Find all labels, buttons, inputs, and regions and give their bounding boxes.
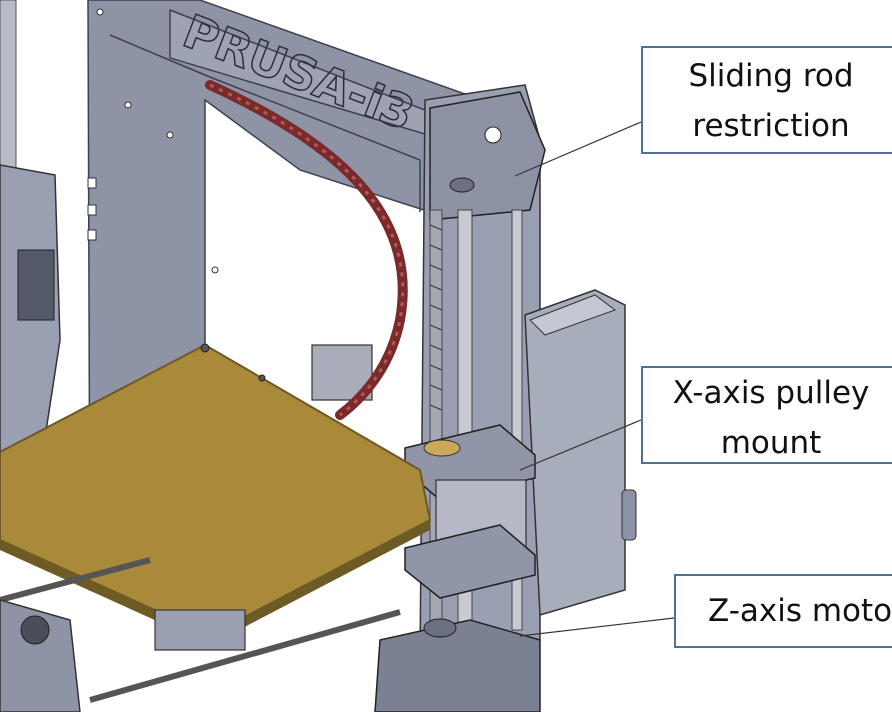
callout-xaxis-line2: mount: [720, 425, 822, 461]
callout-xaxis-line1: X-axis pulley: [672, 375, 870, 411]
idler-pulley: [20, 615, 50, 645]
frame-inner-edge: [109, 34, 421, 212]
left-motor: [17, 249, 55, 321]
z-axis-motor: [374, 619, 541, 712]
frame-holes: [87, 8, 219, 274]
cable-highlight: [209, 83, 405, 417]
box-latch: [621, 489, 637, 541]
electronics-box: [524, 289, 626, 616]
z-smooth-rod-right: [511, 209, 523, 631]
callout-x-axis-pulley-mount: X-axis pulley mount: [641, 366, 892, 464]
motor-coupler: [423, 618, 457, 638]
top-block-hole: [484, 126, 502, 144]
callout-sliding-line2: restriction: [692, 108, 850, 144]
callout-z-axis-motor: Z-axis moto: [674, 574, 892, 648]
x-lower-plate: [404, 524, 536, 599]
bottom-left-frame: [0, 599, 81, 712]
electronics-box-top: [529, 294, 617, 336]
sliding-rod-restriction-block: [429, 91, 546, 221]
bed-edge: [0, 520, 430, 645]
pulley: [423, 439, 461, 457]
leader-lines: [514, 121, 675, 637]
bed-support: [154, 609, 246, 651]
top-block-bolt: [449, 177, 475, 193]
callout-sliding-rod-restriction: Sliding rod restriction: [641, 46, 892, 154]
threads: [429, 224, 443, 411]
callout-zaxis-line1: Z-axis moto: [708, 593, 892, 629]
callout-sliding-line1: Sliding rod: [688, 58, 854, 94]
y-frame-rods: [0, 557, 401, 703]
